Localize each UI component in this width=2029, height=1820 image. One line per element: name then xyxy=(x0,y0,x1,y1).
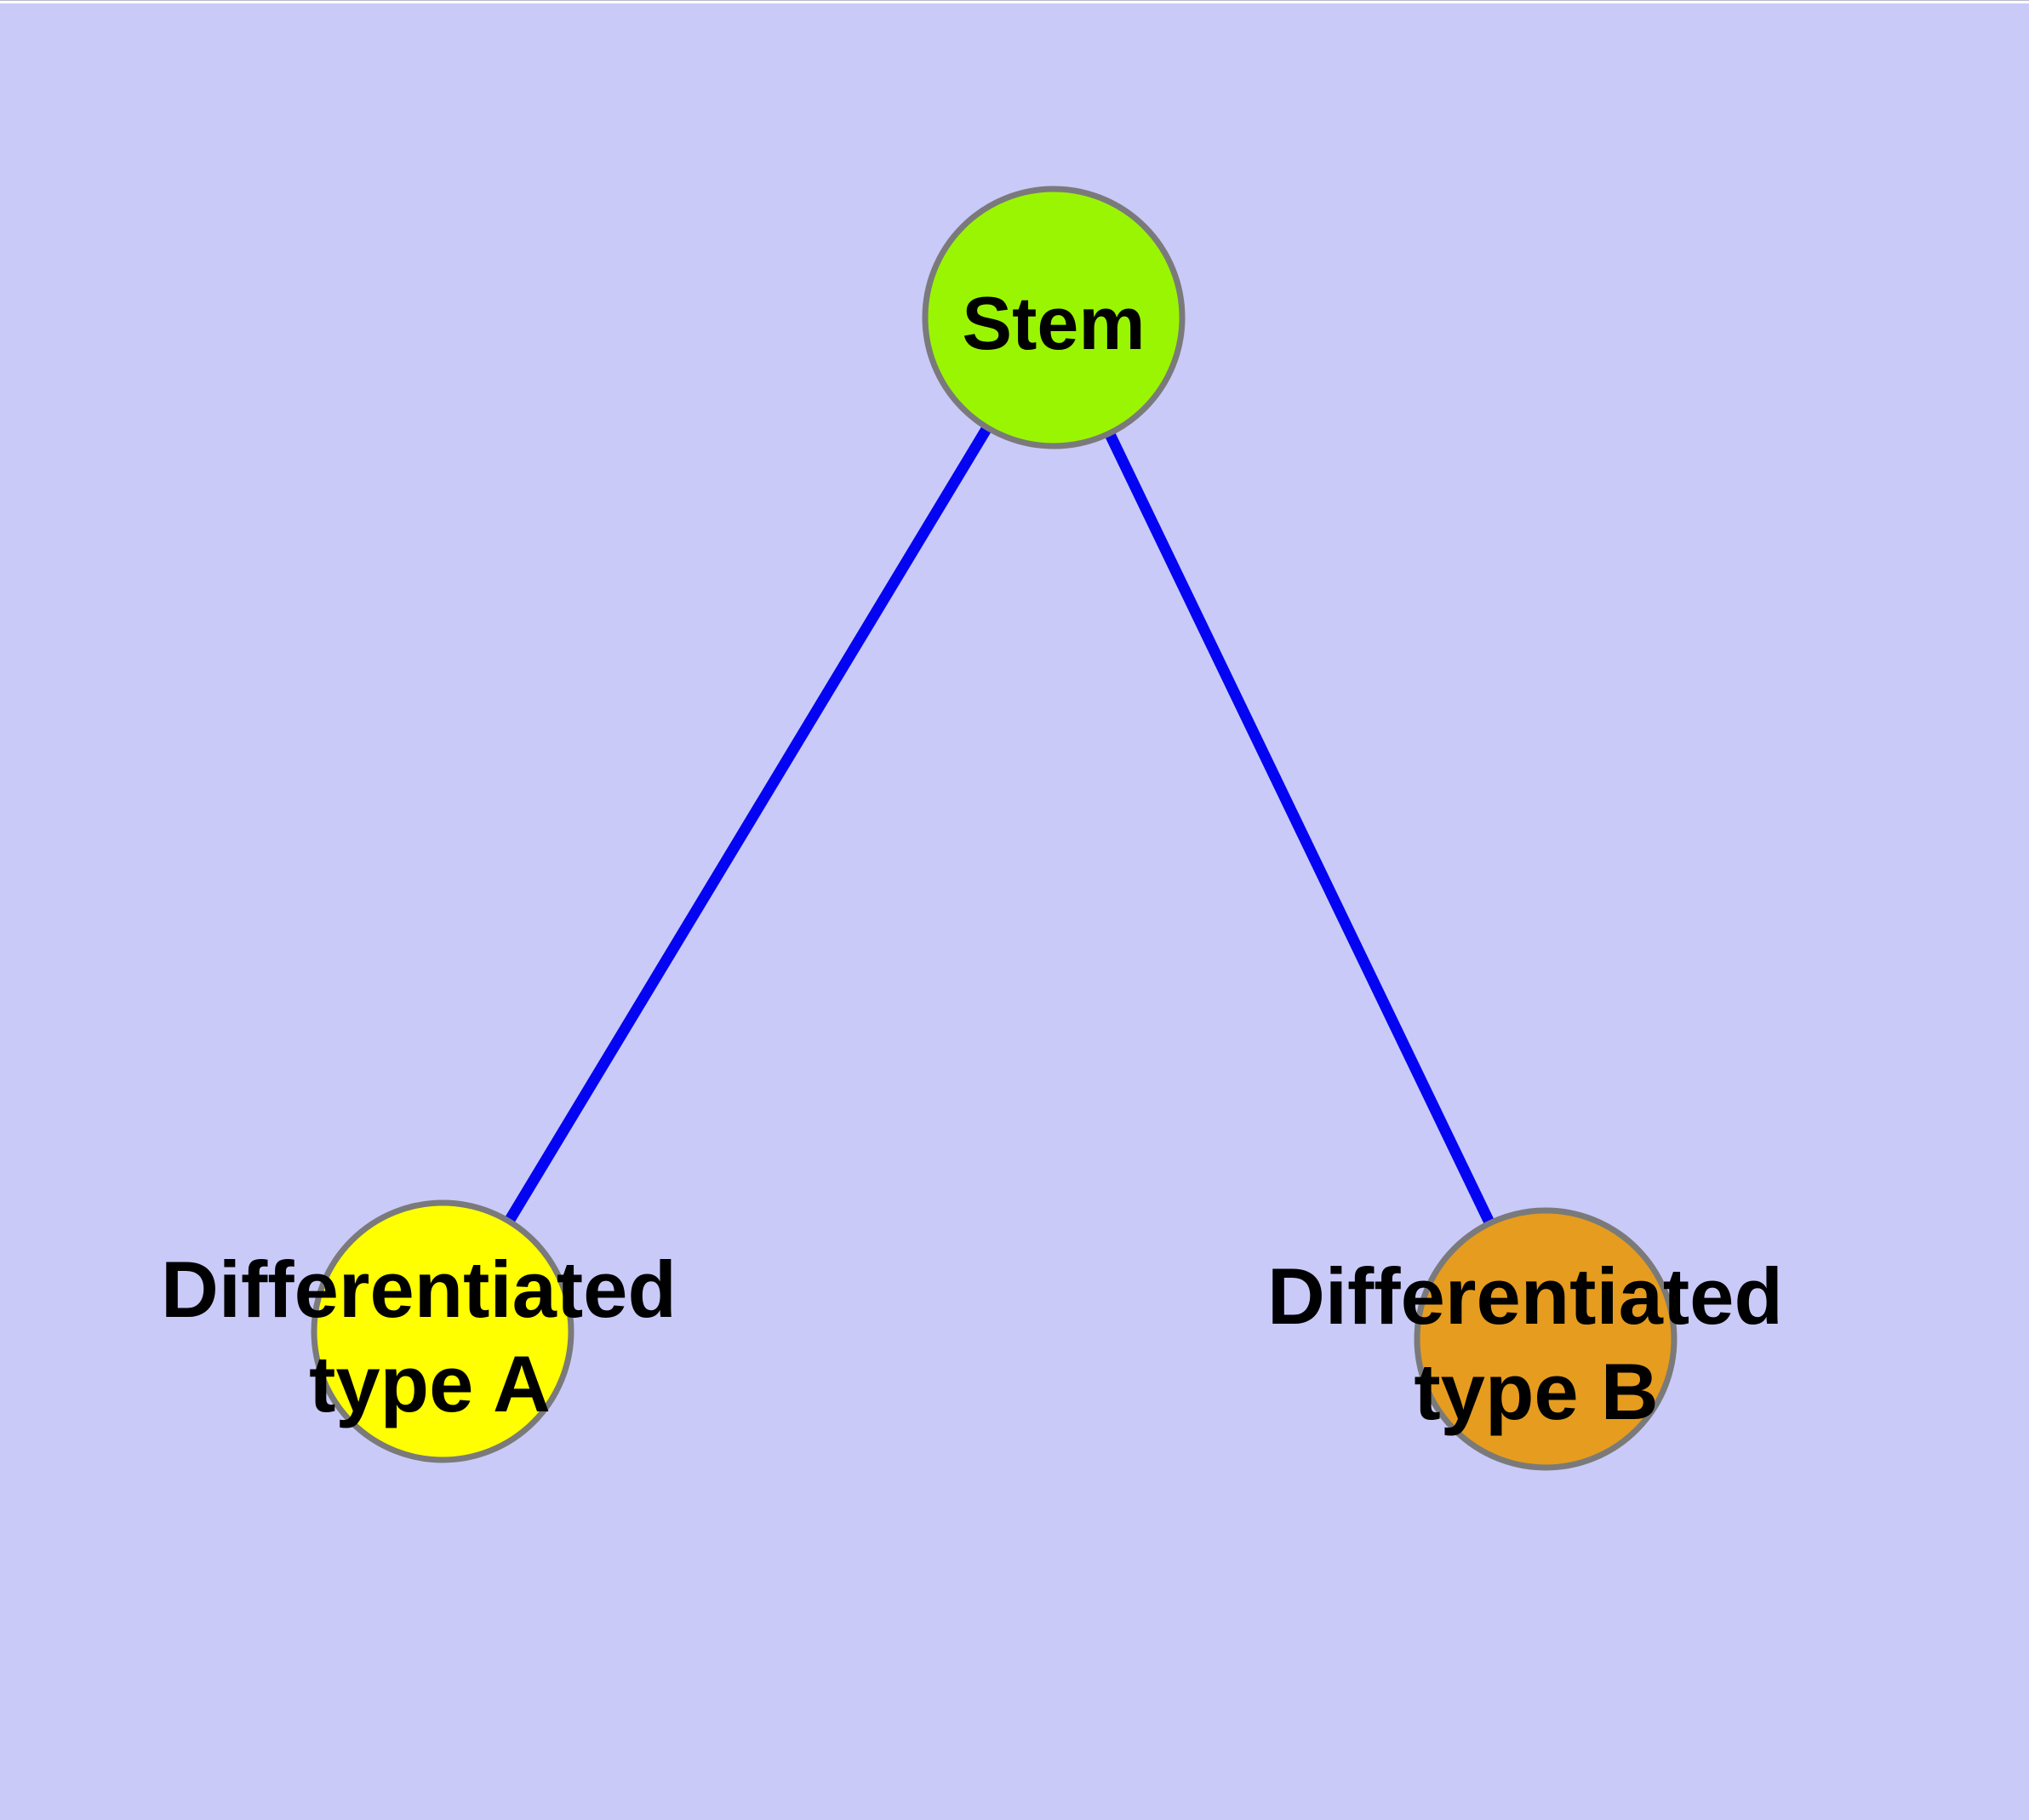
node-type-a-label: Differentiated type A xyxy=(161,1245,699,1428)
edge-stem-to-type-a xyxy=(437,314,1059,1335)
node-type-b-label-line2: type B xyxy=(1414,1347,1658,1436)
node-stem-label: Stem xyxy=(962,281,1145,365)
node-type-a-label-line1: Differentiated xyxy=(161,1245,677,1334)
node-type-b-label: Differentiated type B xyxy=(1267,1251,1805,1436)
node-type-a-label-line2: type A xyxy=(309,1339,551,1428)
node-differentiated-type-a xyxy=(311,1199,574,1463)
node-type-b-label-line1: Differentiated xyxy=(1267,1251,1783,1341)
node-stem xyxy=(922,186,1186,449)
node-differentiated-type-b xyxy=(1414,1207,1677,1471)
edge-stem-to-type-b xyxy=(1049,315,1551,1342)
top-margin-strip xyxy=(0,0,2029,3)
diagram-canvas: Stem Differentiated type A Differentiate… xyxy=(0,3,2029,1820)
